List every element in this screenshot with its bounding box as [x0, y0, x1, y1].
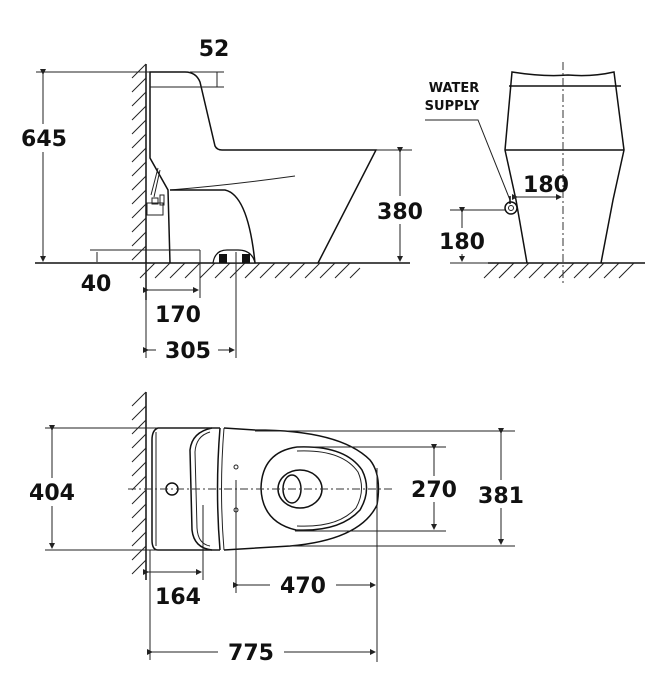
dim-total-height: 645 [21, 127, 67, 152]
water-supply-leader [425, 119, 511, 201]
seat-line [169, 175, 296, 191]
wall-hatch [131, 63, 147, 261]
front-floor-hatch [483, 262, 635, 279]
dim-bowl-width: 381 [478, 484, 524, 509]
seat-hinge-hole-icon [233, 464, 239, 470]
dim-inlet-from-wall: 170 [155, 303, 201, 328]
dim-seat-opening-width: 270 [411, 478, 457, 503]
trapway-outline [170, 189, 256, 264]
dim-supply-offset-from-center: 180 [523, 173, 569, 198]
front-view: WATER SUPPLY 180 180 [425, 62, 645, 285]
top-seat-outline [260, 446, 368, 531]
water-supply-label-line1: WATER [429, 81, 480, 96]
dim-outlet-from-wall: 305 [165, 339, 211, 364]
dim-total-length: 775 [228, 641, 274, 666]
dim-supply-height: 180 [439, 230, 485, 255]
dim-inlet-height: 40 [81, 272, 112, 297]
water-supply-fitting-icon [504, 196, 518, 215]
supply-valve-icon [146, 167, 165, 216]
top-tank-lid-curve [189, 427, 213, 551]
dim-seat-height: 380 [377, 200, 423, 225]
dim-tank-depth: 164 [155, 585, 201, 610]
top-tank-outline [151, 427, 220, 551]
dim-tank-lid-thickness: 52 [199, 37, 230, 62]
floor-hatch [139, 262, 361, 279]
top-wall-hatch [131, 391, 147, 575]
side-view: 52 645 380 40 170 305 [14, 37, 432, 364]
side-tank-outline [149, 71, 378, 264]
front-body-outline [504, 71, 625, 264]
top-view: 404 270 381 164 470 775 [22, 391, 528, 666]
dim-bowl-length: 470 [280, 574, 326, 599]
water-supply-label-line2: SUPPLY [425, 99, 480, 114]
side-bowl-outline [149, 150, 171, 264]
floor-bolt-icon [212, 249, 256, 264]
dim-tank-width: 404 [29, 481, 75, 506]
